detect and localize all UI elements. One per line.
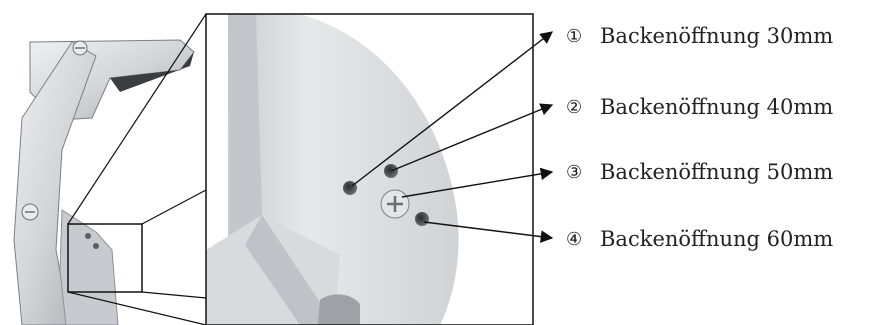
connector-line-bottom-right — [142, 292, 206, 298]
callout-3: ③ Backenöffnung 50mm — [566, 160, 833, 184]
callout-label: Backenöffnung 30mm — [600, 24, 833, 48]
connector-line-top-right — [142, 190, 206, 224]
callout-2: ② Backenöffnung 40mm — [566, 95, 833, 119]
callout-number: ④ — [566, 229, 582, 250]
callout-number: ③ — [566, 162, 582, 183]
callout-1: ① Backenöffnung 30mm — [566, 24, 833, 48]
screw-50mm — [381, 190, 409, 218]
bracket-overview-photo — [14, 40, 194, 325]
callout-number: ① — [566, 26, 582, 47]
callout-label: Backenöffnung 40mm — [600, 95, 833, 119]
callout-label: Backenöffnung 60mm — [600, 227, 833, 251]
callout-label: Backenöffnung 50mm — [600, 160, 833, 184]
hole-60mm — [415, 212, 429, 226]
callout-4: ④ Backenöffnung 60mm — [566, 227, 833, 251]
zoom-detail-photo — [206, 14, 533, 325]
callout-number: ② — [566, 97, 582, 118]
